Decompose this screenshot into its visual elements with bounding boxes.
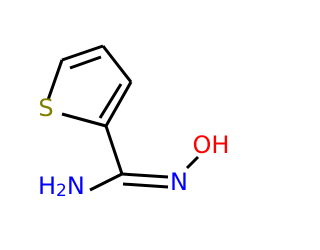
structure-diagram: S OH N H2N <box>38 44 230 201</box>
sulfur-atom-label: S <box>38 94 53 122</box>
hydroxyl-label: OH <box>193 131 230 159</box>
amine-group-label: H2N <box>38 172 85 201</box>
imine-nitrogen-label: N <box>170 168 188 196</box>
amine-subscript: 2 <box>56 181 67 201</box>
bond-s-c5 <box>46 59 64 101</box>
amine-hydrogen-label: H <box>38 172 56 200</box>
bond-c2-s <box>61 112 107 128</box>
bond-c5-c4 <box>61 44 104 62</box>
bond-c3-c2-double <box>98 83 123 119</box>
bond-c3-c2 <box>104 81 133 127</box>
bond-c5-c4-double <box>69 55 102 70</box>
bond-camid-namine <box>89 172 123 192</box>
bond-camid-nimine-double <box>122 182 169 189</box>
bond-c4-c3 <box>101 45 133 83</box>
amine-nitrogen-label: N <box>67 172 85 200</box>
bond-c2-camid <box>104 125 124 175</box>
bond-camid-nimine <box>121 172 169 179</box>
bond-nimine-o <box>185 155 200 170</box>
